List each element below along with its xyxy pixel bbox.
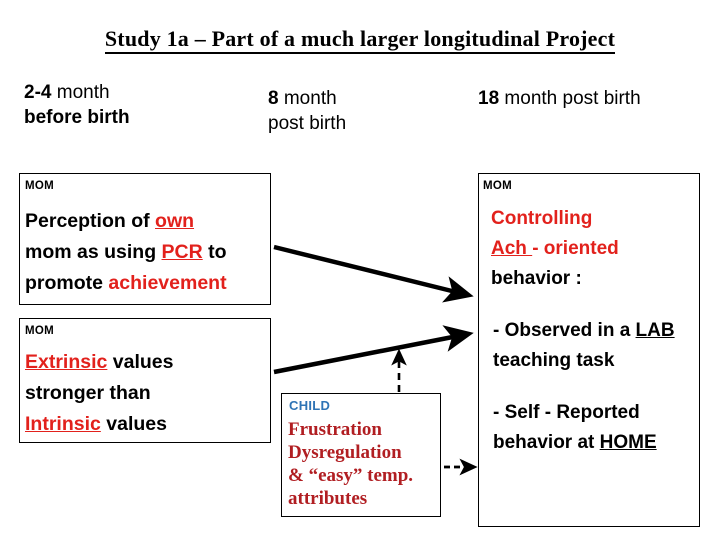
outcome-group-home: - Self - Reported behavior at HOME	[483, 398, 703, 458]
text-run: Dysregulation	[288, 442, 402, 463]
arrow-mom1-to-outcomes	[273, 244, 474, 303]
text-run: attributes	[288, 488, 368, 509]
text-run: Extrinsic	[25, 351, 108, 373]
text-run: Ach	[491, 238, 533, 259]
text-line: - Self - Reported	[493, 398, 703, 428]
box-tag-mom: MOM	[483, 180, 513, 192]
text-line: Controlling	[491, 204, 703, 234]
text-run: Controlling	[491, 208, 593, 229]
box-tag-mom: MOM	[25, 180, 55, 192]
timeline-header-line1: 8 month	[268, 86, 346, 111]
timeline-header-8month: 8 month post birth	[268, 86, 346, 136]
text-line: mom as using PCR to	[25, 237, 275, 268]
text-run: - Self - Reported	[493, 402, 640, 423]
timeline-header-18month: 18 month post birth	[478, 86, 641, 111]
timeline-header-line2: before birth	[24, 107, 130, 128]
outcome-group-lab: - Observed in a LAB teaching task	[483, 316, 703, 376]
text-run: own	[155, 210, 195, 232]
text-line: teaching task	[493, 346, 703, 376]
timeline-header-line1: 18 month post birth	[478, 86, 641, 111]
text-run: HOME	[599, 432, 657, 453]
text-run: Frustration	[288, 419, 382, 440]
box-tag-child: CHILD	[289, 398, 331, 413]
text-line: attributes	[288, 487, 446, 510]
text-run: stronger than	[25, 382, 151, 404]
text-run: - oriented	[532, 238, 619, 259]
text-line: Frustration	[288, 418, 446, 441]
timeline-header-rest: month	[51, 82, 110, 103]
text-line: behavior :	[491, 264, 703, 294]
text-line: - Observed in a LAB	[493, 316, 703, 346]
spacer	[483, 380, 703, 398]
text-run: promote	[25, 272, 109, 294]
timeline-header-emphasis: 2-4	[24, 82, 52, 103]
text-run: to	[202, 241, 227, 263]
text-run: LAB	[635, 320, 675, 341]
text-line: & “easy” temp.	[288, 464, 446, 487]
text-line: Perception of own	[25, 206, 275, 237]
spacer	[483, 298, 703, 316]
page-title: Study 1a – Part of a much larger longitu…	[0, 26, 720, 54]
text-line: behavior at HOME	[493, 428, 703, 458]
text-run: values	[107, 351, 174, 373]
text-line: Dysregulation	[288, 441, 446, 464]
text-run: achievement	[108, 272, 227, 294]
text-line: promote achievement	[25, 268, 275, 299]
timeline-header-rest: month post birth	[499, 88, 641, 109]
box-mom-perception[interactable]: MOM Perception of own mom as using PCR to…	[19, 173, 271, 305]
text-run: teaching task	[493, 350, 615, 371]
text-run: mom as using	[25, 241, 162, 263]
page-title-text: Study 1a – Part of a much larger longitu…	[104, 26, 616, 54]
text-line: Extrinsic values	[25, 347, 275, 378]
timeline-header-rest: month	[278, 88, 337, 109]
timeline-header-emphasis: 18	[478, 88, 500, 109]
text-line: Intrinsic values	[25, 409, 275, 440]
arrow-mom2-to-outcomes	[273, 325, 474, 375]
text-run: & “easy” temp.	[288, 465, 414, 486]
text-run: behavior at	[493, 432, 600, 453]
timeline-header-line1: 2-4 month	[24, 80, 130, 105]
timeline-header-prenatal: 2-4 month before birth	[24, 80, 130, 130]
text-run: Perception of	[25, 210, 156, 232]
text-line: stronger than	[25, 378, 275, 409]
text-run: Intrinsic	[25, 413, 101, 435]
text-run: behavior :	[491, 268, 582, 289]
text-run: values	[100, 413, 167, 435]
timeline-header-emphasis: 8	[268, 88, 279, 109]
box-tag-mom: MOM	[25, 325, 55, 337]
text-line: Ach - oriented	[491, 234, 703, 264]
text-run: - Observed in a	[493, 320, 636, 341]
timeline-header-line2: post birth	[268, 113, 347, 134]
text-run: PCR	[161, 241, 203, 263]
